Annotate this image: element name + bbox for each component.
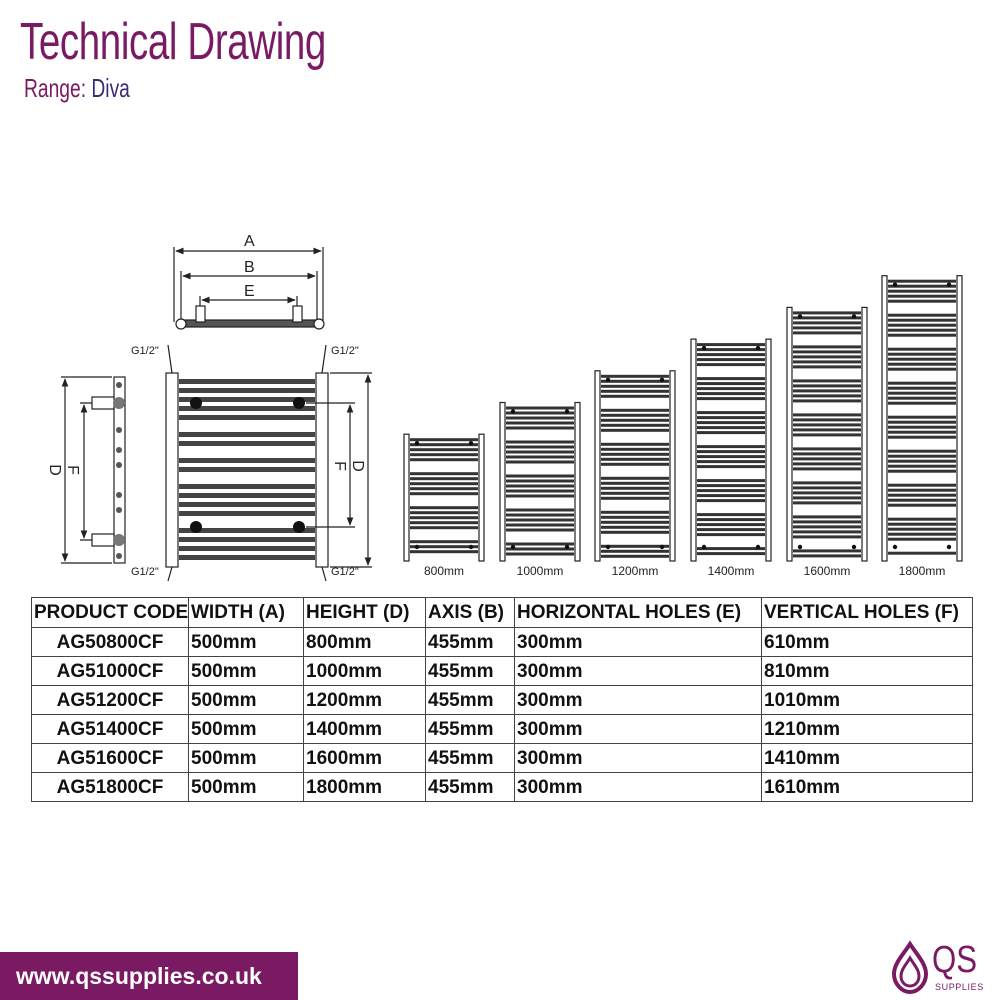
dimension-e-label: E xyxy=(244,283,255,300)
radiator-variant-6 xyxy=(881,275,963,562)
cell-horizontal-holes: 300mm xyxy=(514,772,762,802)
cell-product-code: AG51200CF xyxy=(31,685,189,715)
cell-height: 1600mm xyxy=(303,743,426,773)
dimension-d-label-right: D xyxy=(349,460,366,472)
size-label-1600: 1600mm xyxy=(803,564,851,578)
cell-height: 800mm xyxy=(303,627,426,657)
connection-label-bottom-left: G1/2" xyxy=(131,566,159,578)
page-title: Technical Drawing xyxy=(20,13,326,71)
cell-vertical-holes: 1210mm xyxy=(761,714,973,744)
qs-supplies-logo: QS SUPPLIES xyxy=(888,938,996,998)
connection-label-bottom-right: G1/2" xyxy=(331,566,359,578)
cell-axis: 455mm xyxy=(425,743,515,773)
connection-label-top-left: G1/2" xyxy=(131,345,159,357)
dimension-a-label: A xyxy=(244,233,255,250)
header-product-code: PRODUCT CODE xyxy=(31,597,189,628)
footer-website-bar: www.qssupplies.co.uk xyxy=(0,952,298,1000)
header-horizontal-holes: HORIZONTAL HOLES (E) xyxy=(514,597,762,628)
cell-axis: 455mm xyxy=(425,772,515,802)
cell-height: 1000mm xyxy=(303,656,426,686)
cell-width: 500mm xyxy=(188,743,304,773)
table-header-row: PRODUCT CODE WIDTH (A) HEIGHT (D) AXIS (… xyxy=(31,597,973,628)
size-label-1000: 1000mm xyxy=(516,564,564,578)
header-height: HEIGHT (D) xyxy=(303,597,426,628)
cell-horizontal-holes: 300mm xyxy=(514,627,762,657)
front-view xyxy=(165,344,372,582)
cell-vertical-holes: 1610mm xyxy=(761,772,973,802)
cell-width: 500mm xyxy=(188,714,304,744)
radiator-variant-1 xyxy=(403,433,485,562)
table-row: AG51000CF 500mm 1000mm 455mm 300mm 810mm xyxy=(31,656,973,686)
table-row: AG51200CF 500mm 1200mm 455mm 300mm 1010m… xyxy=(31,685,973,715)
range-value: Diva xyxy=(91,73,130,103)
radiator-variant-4 xyxy=(690,338,772,562)
cell-vertical-holes: 1410mm xyxy=(761,743,973,773)
size-variants-group xyxy=(403,275,963,562)
cell-height: 1800mm xyxy=(303,772,426,802)
logo-subtext: SUPPLIES xyxy=(935,982,984,992)
header-width: WIDTH (A) xyxy=(188,597,304,628)
cell-vertical-holes: 810mm xyxy=(761,656,973,686)
range-subtitle: Range: Diva xyxy=(24,72,130,104)
cell-height: 1200mm xyxy=(303,685,426,715)
cell-horizontal-holes: 300mm xyxy=(514,656,762,686)
cell-width: 500mm xyxy=(188,772,304,802)
cell-axis: 455mm xyxy=(425,656,515,686)
cell-product-code: AG50800CF xyxy=(31,627,189,657)
dimension-f-label-left: F xyxy=(64,465,81,475)
table-row: AG51600CF 500mm 1600mm 455mm 300mm 1410m… xyxy=(31,743,973,773)
cell-width: 500mm xyxy=(188,627,304,657)
technical-drawing: A B E D F xyxy=(46,233,963,582)
size-variant-labels: 800mm 1000mm 1200mm 1400mm 1600mm 1800mm xyxy=(0,563,1000,581)
cell-width: 500mm xyxy=(188,656,304,686)
cell-height: 1400mm xyxy=(303,714,426,744)
size-label-1400: 1400mm xyxy=(707,564,755,578)
side-view-bolts xyxy=(113,382,125,559)
size-label-800: 800mm xyxy=(423,564,465,578)
table-row: AG51800CF 500mm 1800mm 455mm 300mm 1610m… xyxy=(31,772,973,802)
radiator-variant-5 xyxy=(786,306,868,562)
cell-horizontal-holes: 300mm xyxy=(514,743,762,773)
cell-horizontal-holes: 300mm xyxy=(514,685,762,715)
size-label-1800: 1800mm xyxy=(898,564,946,578)
website-link[interactable]: www.qssupplies.co.uk xyxy=(16,963,262,989)
header-vertical-holes: VERTICAL HOLES (F) xyxy=(761,597,973,628)
header-axis: AXIS (B) xyxy=(425,597,515,628)
connection-label-top-right: G1/2" xyxy=(331,345,359,357)
dimension-f-label-right: F xyxy=(331,461,348,471)
table-row: AG50800CF 500mm 800mm 455mm 300mm 610mm xyxy=(31,627,973,657)
range-label: Range: xyxy=(24,73,87,103)
top-view xyxy=(173,247,325,330)
dimension-b-label: B xyxy=(244,259,255,276)
cell-vertical-holes: 1010mm xyxy=(761,685,973,715)
logo-text: QS xyxy=(932,939,978,981)
cell-horizontal-holes: 300mm xyxy=(514,714,762,744)
cell-product-code: AG51600CF xyxy=(31,743,189,773)
cell-product-code: AG51400CF xyxy=(31,714,189,744)
droplet-logo-icon xyxy=(891,940,929,995)
cell-axis: 455mm xyxy=(425,627,515,657)
cell-product-code: AG51800CF xyxy=(31,772,189,802)
size-label-1200: 1200mm xyxy=(611,564,659,578)
cell-width: 500mm xyxy=(188,685,304,715)
radiator-variant-2 xyxy=(499,401,581,562)
table-row: AG51400CF 500mm 1400mm 455mm 300mm 1210m… xyxy=(31,714,973,744)
cell-product-code: AG51000CF xyxy=(31,656,189,686)
dimension-d-label-left: D xyxy=(46,464,63,476)
specification-table: PRODUCT CODE WIDTH (A) HEIGHT (D) AXIS (… xyxy=(31,597,973,802)
cell-axis: 455mm xyxy=(425,714,515,744)
radiator-variant-3 xyxy=(594,370,676,562)
cell-axis: 455mm xyxy=(425,685,515,715)
front-view-rails xyxy=(179,379,315,560)
cell-vertical-holes: 610mm xyxy=(761,627,973,657)
